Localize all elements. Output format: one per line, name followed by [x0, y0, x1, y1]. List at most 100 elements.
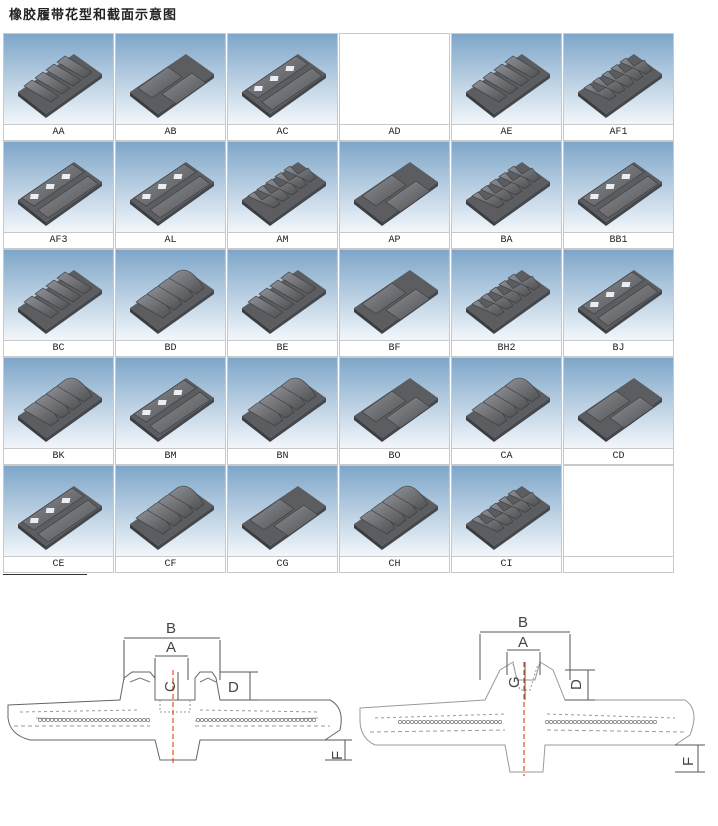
steel-cord [605, 720, 609, 724]
steel-cord [208, 718, 212, 722]
pattern-cell: CH [339, 465, 450, 573]
steel-cord [216, 718, 220, 722]
pattern-image [228, 34, 337, 125]
steel-cord [292, 718, 296, 722]
steel-cord [224, 718, 228, 722]
steel-cord [300, 718, 304, 722]
steel-cord [490, 720, 494, 724]
steel-cord [545, 720, 549, 724]
steel-cord [629, 720, 633, 724]
pattern-image [228, 466, 337, 557]
steel-cord [130, 718, 134, 722]
steel-cord [62, 718, 66, 722]
steel-cord [42, 718, 46, 722]
steel-cord [581, 720, 585, 724]
steel-cord [260, 718, 264, 722]
pattern-code-label: BM [116, 448, 225, 464]
pattern-code-label: CE [4, 556, 113, 572]
steel-cord [561, 720, 565, 724]
dim-label-f: F [329, 751, 346, 760]
steel-cord [426, 720, 430, 724]
steel-cord [82, 718, 86, 722]
steel-cord [486, 720, 490, 724]
pattern-cell: CE [3, 465, 114, 573]
pattern-image [228, 250, 337, 341]
steel-cord [585, 720, 589, 724]
steel-cord [86, 718, 90, 722]
steel-cord [58, 718, 62, 722]
steel-cord [122, 718, 126, 722]
steel-cord [288, 718, 292, 722]
pattern-image [340, 466, 449, 557]
steel-cord [212, 718, 216, 722]
pattern-image [116, 358, 225, 449]
pattern-code-label: AL [116, 232, 225, 248]
steel-cord [280, 718, 284, 722]
steel-cord [304, 718, 308, 722]
pattern-code-label: BA [452, 232, 561, 248]
steel-cord [54, 718, 58, 722]
pattern-image [116, 142, 225, 233]
steel-cord [482, 720, 486, 724]
steel-cord [78, 718, 82, 722]
dim-label-a: A [166, 639, 176, 656]
steel-cord [308, 718, 312, 722]
steel-cord [625, 720, 629, 724]
steel-cord [240, 718, 244, 722]
pattern-image [4, 142, 113, 233]
pattern-image [228, 142, 337, 233]
steel-cord [617, 720, 621, 724]
steel-cord [645, 720, 649, 724]
steel-cord [653, 720, 657, 724]
pattern-code-label: BC [4, 340, 113, 356]
steel-cord [204, 718, 208, 722]
steel-cord [74, 718, 78, 722]
steel-cord [637, 720, 641, 724]
pattern-code-label: AC [228, 124, 337, 140]
pattern-cell: BJ [563, 249, 674, 357]
pattern-cell: AA [3, 33, 114, 141]
steel-cord [142, 718, 146, 722]
divider [3, 574, 87, 575]
steel-cord [126, 718, 130, 722]
pattern-code-label: BO [340, 448, 449, 464]
dim-label-g: G [506, 676, 523, 688]
pattern-image [228, 358, 337, 449]
pattern-cell: BO [339, 357, 450, 465]
steel-cord [50, 718, 54, 722]
steel-cord [38, 718, 42, 722]
steel-cord [577, 720, 581, 724]
steel-cord [102, 718, 106, 722]
pattern-image [452, 466, 561, 557]
pattern-code-label: AF1 [564, 124, 673, 140]
pattern-image [452, 34, 561, 125]
pattern-cell: BF [339, 249, 450, 357]
pattern-code-label: AE [452, 124, 561, 140]
dim-label-b: B [166, 620, 176, 637]
pattern-cell: AL [115, 141, 226, 249]
pattern-cell: BK [3, 357, 114, 465]
steel-cord [406, 720, 410, 724]
steel-cord [494, 720, 498, 724]
pattern-image [116, 250, 225, 341]
steel-cord [228, 718, 232, 722]
page-title: 橡胶履带花型和截面示意图 [9, 8, 178, 23]
steel-cord [252, 718, 256, 722]
pattern-cell [563, 465, 674, 573]
pattern-image [564, 466, 673, 557]
pattern-code-label: BK [4, 448, 113, 464]
pattern-cell: BN [227, 357, 338, 465]
steel-cord [573, 720, 577, 724]
steel-cord [450, 720, 454, 724]
pattern-image [564, 34, 673, 125]
pattern-image [340, 358, 449, 449]
pattern-cell: CI [451, 465, 562, 573]
steel-cord [220, 718, 224, 722]
pattern-image [4, 250, 113, 341]
dim-label-d: D [228, 679, 239, 696]
dim-label-d: D [568, 679, 585, 690]
pattern-cell: CG [227, 465, 338, 573]
steel-cord [553, 720, 557, 724]
steel-cord [232, 718, 236, 722]
pattern-code-label: BE [228, 340, 337, 356]
